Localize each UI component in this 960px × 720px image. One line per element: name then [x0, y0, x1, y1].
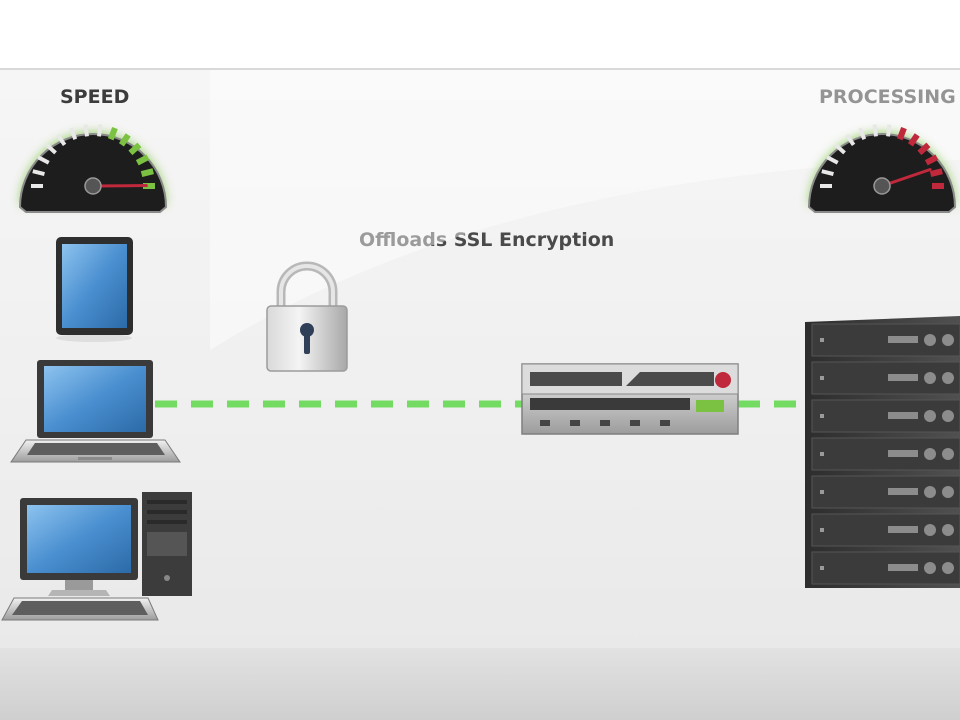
processing-gauge-label: PROCESSING — [819, 86, 956, 108]
gauge-tick — [135, 154, 150, 166]
gauge-tick — [118, 133, 131, 147]
gauge-tick — [907, 133, 920, 147]
gauge-tick — [845, 133, 856, 146]
gauge-tick — [140, 168, 154, 177]
laptop-icon — [10, 360, 181, 463]
floor-band — [0, 648, 960, 720]
gauge-tick — [872, 124, 878, 137]
server-unit — [811, 437, 960, 471]
gauge-tick — [37, 155, 50, 165]
brand-badge-icon — [715, 372, 731, 388]
load-balancer-appliance-icon — [521, 363, 739, 435]
speed-gauge — [18, 124, 168, 213]
gauge-tick — [107, 126, 118, 141]
server-unit — [811, 551, 960, 585]
ssl-offload-caption: Offloads SSL Encryption — [359, 229, 615, 251]
tablet-icon — [56, 237, 133, 342]
gauge-tick — [45, 143, 57, 155]
gauge-tick — [886, 124, 892, 137]
gauge-tick — [83, 124, 89, 137]
gauge-tick — [929, 168, 943, 177]
background-swoosh — [210, 70, 960, 350]
gauge-tick — [69, 127, 78, 140]
server-rack-icon — [805, 316, 960, 588]
status-led-icon — [696, 400, 724, 412]
gauge-tick — [834, 143, 846, 155]
desktop-computer-icon — [1, 492, 192, 621]
server-unit — [811, 361, 960, 395]
gauge-tick — [896, 126, 907, 141]
gauge-tick — [32, 169, 45, 176]
server-unit — [811, 323, 960, 357]
server-unit — [811, 513, 960, 547]
gauge-tick — [917, 142, 931, 156]
gauge-tick — [924, 154, 939, 166]
gauge-tick — [97, 124, 103, 137]
server-unit — [811, 475, 960, 509]
gauge-tick — [56, 133, 67, 146]
gauge-tick — [826, 155, 839, 165]
gauge-tick — [128, 142, 142, 156]
padlock-icon — [266, 261, 348, 372]
gauge-tick — [858, 127, 867, 140]
processing-gauge — [807, 124, 957, 213]
server-unit — [811, 399, 960, 433]
gauge-tick — [821, 169, 834, 176]
speed-gauge-label: SPEED — [60, 86, 130, 108]
